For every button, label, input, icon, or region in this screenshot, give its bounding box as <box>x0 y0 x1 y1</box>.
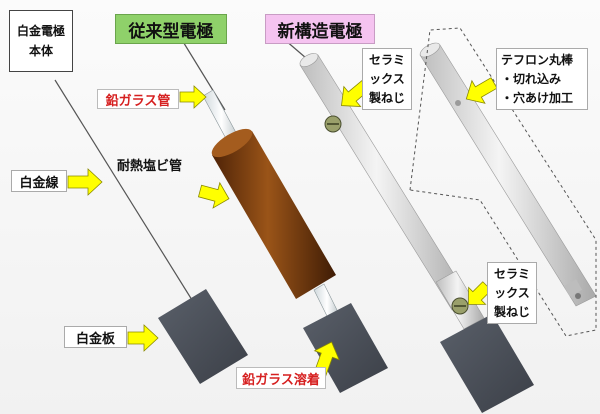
lead-glass-tube-label: 鉛ガラス管 <box>105 93 171 109</box>
teflon-rod-outline <box>409 27 597 337</box>
ceramic-screw-bottom-label: セラミ ックス 製ねじ <box>493 266 530 319</box>
teflon-rod-2-notch <box>563 279 583 297</box>
teflon-rod-2-top <box>419 42 441 58</box>
ceramic-screw-top-label-box: セラミ ックス 製ねじ <box>362 48 412 110</box>
new-structure-header: 新構造電極 <box>265 14 375 44</box>
platinum-plate-conventional <box>303 303 388 393</box>
arrow-platinum-wire <box>67 168 103 196</box>
conventional-header: 従来型電極 <box>115 14 227 44</box>
platinum-plate-body <box>158 289 248 384</box>
pvc-tube-top <box>211 128 253 158</box>
platinum-wire-body <box>54 79 193 301</box>
platinum-plate-new <box>440 314 534 413</box>
lead-glass-weld-label-box: 鉛ガラス溶着 <box>236 367 326 389</box>
ceramic-screw-bottom-label-box: セラミ ックス 製ねじ <box>487 262 537 324</box>
arrow-pvc-tube <box>197 181 230 209</box>
arrow-ceramic-screw-bottom <box>468 281 492 305</box>
platinum-plate-label-box: 白金板 <box>64 326 127 348</box>
body-label-box: 白金電極 本体 <box>9 10 73 72</box>
teflon-rod-2-hole-bottom <box>575 293 581 299</box>
platinum-plate-label: 白金板 <box>75 331 115 347</box>
lead-glass-tube-label-box: 鉛ガラス管 <box>97 89 179 109</box>
new-structure-header-label: 新構造電極 <box>277 21 363 42</box>
arrow-lead-glass-tube <box>179 85 207 109</box>
pvc-tube-label: 耐熱塩ビ管 <box>117 159 183 174</box>
platinum-wire-label: 白金線 <box>19 175 59 191</box>
ceramic-screw-top-label: セラミ ックス 製ねじ <box>368 52 405 105</box>
body-label: 白金電極 本体 <box>16 24 65 58</box>
arrow-platinum-plate <box>127 324 159 352</box>
platinum-wire-label-box: 白金線 <box>11 170 67 192</box>
teflon-rod-2-hole <box>455 100 461 106</box>
teflon-rod-1-top <box>299 53 319 67</box>
teflon-rod-label: テフロン丸棒 ・切れ込み ・穴あけ加工 <box>501 52 574 105</box>
conventional-header-label: 従来型電極 <box>128 21 214 42</box>
pvc-tube <box>212 131 336 299</box>
arrow-teflon-rod <box>465 77 498 104</box>
teflon-rod-label-box: テフロン丸棒 ・切れ込み ・穴あけ加工 <box>496 48 588 110</box>
lead-glass-weld-label: 鉛ガラス溶着 <box>242 372 320 388</box>
